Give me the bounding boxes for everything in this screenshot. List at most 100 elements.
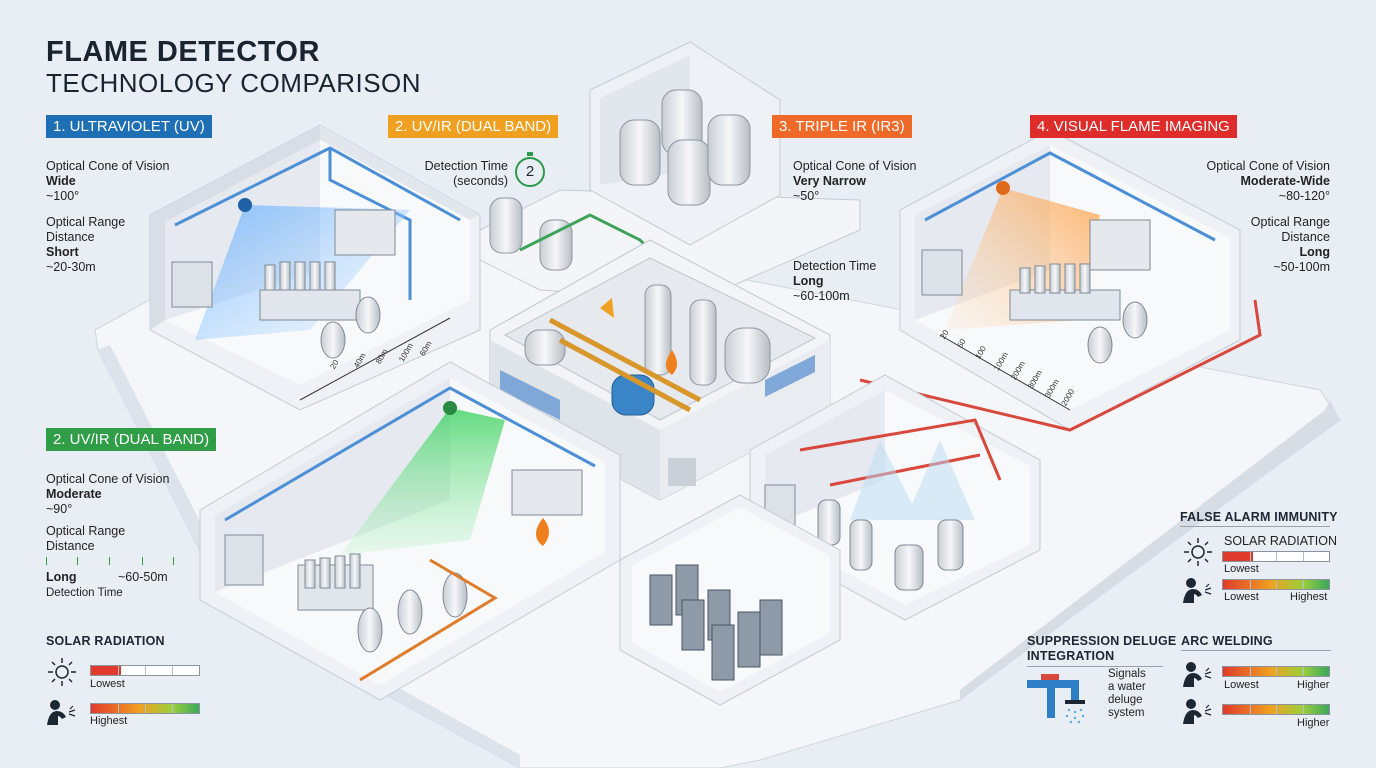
sun-icon [48,658,76,686]
stopwatch-icon: 2 [515,152,545,187]
uv-range-distance: ~20-30m [46,260,96,274]
solar-left-bar-highest [90,703,200,714]
room-uv [149,124,481,411]
tag-uvir-green: 2. UV/IR (DUAL BAND) [46,428,217,451]
room-uvir-green [199,361,621,701]
welder-icon [1183,699,1212,724]
uvir-green-cone-angle: ~90° [46,502,73,516]
tag-uvir-top: 2. UV/IR (DUAL BAND) [388,115,559,138]
bar-segment [1302,705,1304,714]
distance-mark: 100 [973,344,988,361]
uvir-green-range-distance: ~60-50m [118,570,168,584]
distance-mark: 50 [955,337,968,350]
bar-segment [172,666,173,675]
suppression-line1: Signals [1108,668,1146,680]
uv-cone-value: Wide [46,174,76,188]
room-tanks-top [479,41,861,301]
suppression-line4: system [1108,707,1145,719]
bar-segment [1276,552,1277,561]
page-title-line2: TECHNOLOGY COMPARISON [46,68,422,98]
uvir-green-range-value: Long [46,570,77,584]
sun-icon [1184,538,1212,566]
visual-range-distance: ~50-100m [1273,260,1330,274]
divider [1027,666,1163,667]
welder-icon [1183,662,1212,687]
bar-segment [1302,580,1304,589]
bar-segment [1249,705,1251,714]
arc-welding-heading: ARC WELDING [1181,634,1273,648]
ir3-detect-label: Detection Time [793,259,877,273]
false-alarm-solar-label: SOLAR RADIATION [1224,534,1337,548]
welder-icon [1183,578,1212,603]
false-alarm-heading: FALSE ALARM IMMUNITY [1180,510,1338,524]
bar-segment [118,704,119,713]
uv-range-label2: Distance [46,230,95,244]
ir3-cone-label: Optical Cone of Vision [793,159,917,173]
distance-mark: 300m [1043,377,1061,400]
ir3-cone-angle: ~50° [793,189,820,203]
arc-welding-bar2-label: Higher [1297,717,1330,729]
ir3-detect-distance: ~60-100m [793,289,850,303]
range-scale [46,557,177,565]
distance-mark: 100m [992,350,1010,373]
false-alarm-bar-lowest [1222,551,1330,562]
bar-segment [145,704,146,713]
uvir-green-range-label2: Distance [46,539,95,553]
bar-segment [1302,552,1304,561]
ir3-cone-value: Very Narrow [793,174,866,188]
distance-mark: 20 [328,358,341,371]
bar-segment [1249,552,1251,561]
false-alarm-bar2-low: Lowest [1224,591,1259,603]
distance-mark: 20 [938,328,951,341]
bar-segment [1276,580,1277,589]
suppression-heading1: SUPPRESSION DELUGE [1027,634,1177,648]
uvir-green-cone-value: Moderate [46,487,102,501]
solar-left-lowest-label: Lowest [90,678,125,690]
false-alarm-lowest-label: Lowest [1224,563,1259,575]
uvir-detect-label2: (seconds) [453,174,508,188]
welder-icon [47,700,76,725]
visual-cone-label: Optical Cone of Vision [1206,159,1330,173]
deluge-pipe-icon [1027,674,1085,724]
visual-range-label2: Distance [1281,230,1330,244]
arc-welding-bar1-low: Lowest [1224,679,1259,691]
visual-range-value: Long [1299,245,1330,259]
uvir-green-range-label1: Optical Range [46,524,126,538]
bar-fill [1223,552,1253,561]
bar-segment [1276,667,1277,676]
timer-value: 2 [525,163,535,180]
bar-segment [1249,667,1251,676]
uv-cone-label: Optical Cone of Vision [46,159,170,173]
uvir-detect-label1: Detection Time [424,159,508,173]
visual-cone-angle: ~80-120° [1278,189,1330,203]
bar-segment [1302,667,1304,676]
arc-welding-bar-1 [1222,666,1330,677]
bar-segment [1249,580,1251,589]
tag-ir3: 3. TRIPLE IR (IR3) [772,115,912,138]
distance-mark: 300m [1026,368,1044,391]
divider [1181,650,1331,651]
divider [1180,526,1330,527]
bar-segment [1276,705,1277,714]
uvir-green-detect-label: Detection Time [46,587,123,599]
false-alarm-bar2-high: Highest [1290,591,1328,603]
room-servers [619,494,841,706]
uvir-green-cone-label: Optical Cone of Vision [46,472,170,486]
bar-segment [172,704,173,713]
bar-fill [91,666,122,675]
page-title-line1: FLAME DETECTOR [46,36,320,68]
arc-welding-bar1-high: Higher [1297,679,1330,691]
distance-mark: 2000 [1059,387,1077,408]
solar-left-highest-label: Highest [90,715,128,727]
false-alarm-bar-highest [1222,579,1330,590]
solar-left-heading: SOLAR RADIATION [46,634,165,648]
bar-segment [145,666,146,675]
suppression-line3: deluge [1108,694,1143,706]
suppression-line2: a water [1108,681,1146,693]
tag-visual: 4. VISUAL FLAME IMAGING [1030,115,1237,138]
bar-segment [118,666,119,675]
solar-left-bar-lowest [90,665,200,676]
